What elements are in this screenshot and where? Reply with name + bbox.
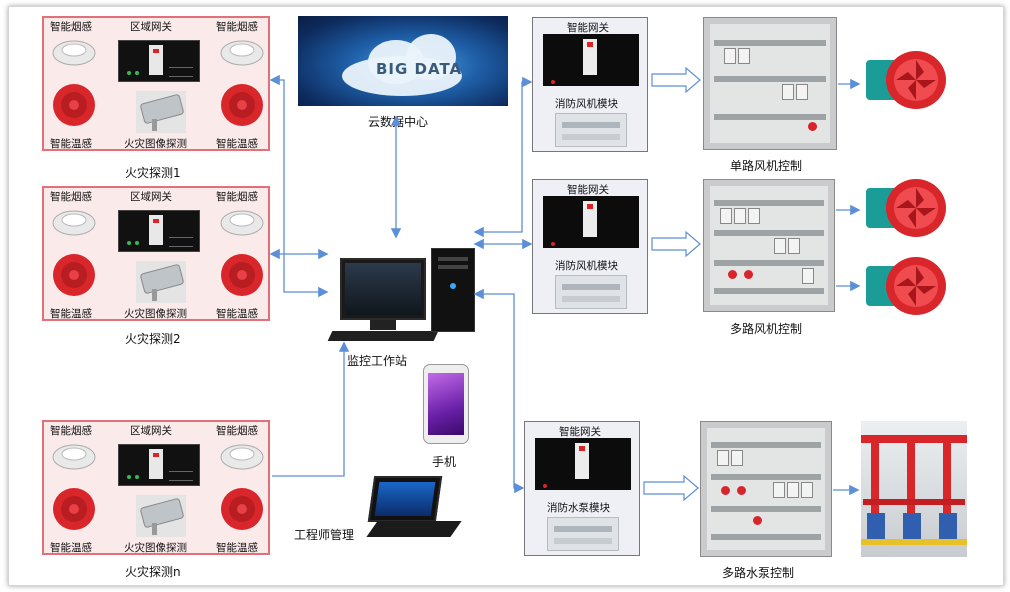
gateway-label: 区域网关 <box>130 21 172 33</box>
gateway-device <box>543 34 639 86</box>
fire-camera-icon <box>136 261 186 303</box>
axial-fan-icon <box>866 179 946 237</box>
smoke-label-right: 智能烟感 <box>216 191 258 203</box>
pump-room-image <box>861 421 967 557</box>
smoke-detector-icon <box>52 444 96 470</box>
smoke-detector-icon <box>52 40 96 66</box>
panel-caption-n: 火灾探测n <box>125 565 181 579</box>
heat-detector-icon <box>53 84 95 126</box>
heat-label-left: 智能温感 <box>50 138 92 150</box>
heat-detector-icon <box>53 488 95 530</box>
heat-label-right: 智能温感 <box>216 308 258 320</box>
gateway-title: 智能网关 <box>567 22 609 34</box>
control-caption-1: 单路风机控制 <box>730 159 803 173</box>
smoke-detector-icon <box>52 210 96 236</box>
camera-label: 火灾图像探测 <box>124 138 187 150</box>
link-paneln-workstation <box>272 341 350 477</box>
fire-detection-panel-2: 智能烟感 区域网关 智能烟感 智能温感 火灾图像探测 智能温感 <box>42 186 270 321</box>
monitor-icon <box>340 258 426 320</box>
smart-gateway-3: 智能网关 消防水泵模块 <box>524 421 640 556</box>
control-cabinet-1 <box>703 17 837 150</box>
link-workstation-gateway1 <box>473 76 533 238</box>
heat-detector-icon <box>221 84 263 126</box>
smoke-label-right: 智能烟感 <box>216 425 258 437</box>
smart-gateway-2: 智能网关 消防风机模块 <box>532 179 648 314</box>
gateway-module-label: 消防水泵模块 <box>547 502 610 514</box>
axial-fan-icon <box>866 257 946 315</box>
monitor-stand <box>370 320 396 330</box>
workstation-caption: 监控工作站 <box>347 354 408 368</box>
heat-detector-icon <box>221 254 263 296</box>
control-cabinet-2 <box>703 179 835 312</box>
axial-fan-icon <box>866 51 946 109</box>
fire-camera-icon <box>136 495 186 537</box>
smoke-label-right: 智能烟感 <box>216 21 258 33</box>
fire-camera-icon <box>136 91 186 133</box>
smoke-detector-icon <box>220 444 264 470</box>
din-module-icon <box>555 113 627 147</box>
din-module-icon <box>555 275 627 309</box>
gateway-module-label: 消防风机模块 <box>555 98 618 110</box>
heat-label-right: 智能温感 <box>216 138 258 150</box>
smoke-label-left: 智能烟感 <box>50 21 92 33</box>
pc-tower-icon <box>431 248 475 332</box>
din-module-icon <box>547 517 619 551</box>
zone-gateway-device <box>118 210 200 252</box>
fire-detection-panel-1: 智能烟感 区域网关 智能烟感 智能温感 火灾图像探测 智能温感 <box>42 16 270 151</box>
cloud-data-center-image: BIG DATA <box>298 16 508 106</box>
heat-detector-icon <box>221 488 263 530</box>
phone-icon <box>423 364 469 444</box>
gateway-device <box>535 438 631 490</box>
camera-label: 火灾图像探测 <box>124 542 187 554</box>
panel-caption-2: 火灾探测2 <box>125 332 181 346</box>
smoke-label-left: 智能烟感 <box>50 425 92 437</box>
block-arrow-gateway2-cabinet2 <box>651 230 701 258</box>
gateway-title: 智能网关 <box>567 184 609 196</box>
smoke-detector-icon <box>220 210 264 236</box>
big-data-text: BIG DATA <box>376 60 463 78</box>
gateway-module-label: 消防风机模块 <box>555 260 618 272</box>
engineer-caption: 工程师管理 <box>294 528 355 542</box>
smoke-label-left: 智能烟感 <box>50 191 92 203</box>
gateway-device <box>543 196 639 248</box>
link-panel1-workstation <box>269 74 329 298</box>
smoke-detector-icon <box>220 40 264 66</box>
zone-gateway-device <box>118 444 200 486</box>
control-cabinet-3 <box>700 421 832 557</box>
link-workstation-gateway3 <box>473 288 525 494</box>
zone-gateway-device <box>118 40 200 82</box>
fire-detection-panel-n: 智能烟感 区域网关 智能烟感 智能温感 火灾图像探测 智能温感 <box>42 420 270 555</box>
heat-label-right: 智能温感 <box>216 542 258 554</box>
smart-gateway-1: 智能网关 消防风机模块 <box>532 17 648 152</box>
control-caption-3: 多路水泵控制 <box>722 566 795 580</box>
phone-caption: 手机 <box>432 455 457 469</box>
heat-detector-icon <box>53 254 95 296</box>
control-caption-2: 多路风机控制 <box>730 322 803 336</box>
gateway-label: 区域网关 <box>130 425 172 437</box>
heat-label-left: 智能温感 <box>50 542 92 554</box>
gateway-label: 区域网关 <box>130 191 172 203</box>
block-arrow-gateway3-cabinet3 <box>643 474 699 502</box>
block-arrow-gateway1-cabinet1 <box>651 66 701 94</box>
camera-label: 火灾图像探测 <box>124 308 187 320</box>
panel-caption-1: 火灾探测1 <box>125 166 181 180</box>
heat-label-left: 智能温感 <box>50 308 92 320</box>
gateway-title: 智能网关 <box>559 426 601 438</box>
